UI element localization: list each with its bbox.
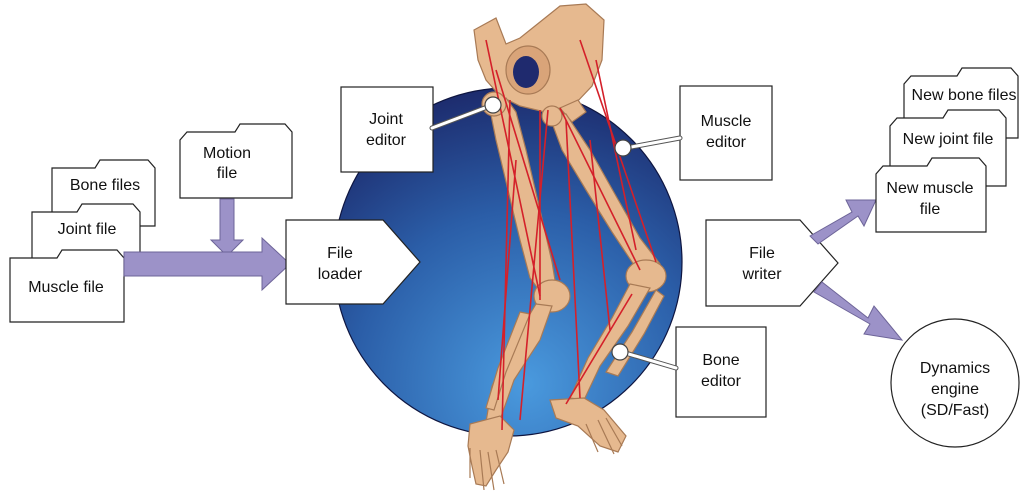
file-writer-label-2: writer xyxy=(741,266,782,283)
writer-to-dynamics-arrow xyxy=(814,282,902,340)
muscle-editor-box: Muscle editor xyxy=(680,86,772,180)
joint-editor-label-1: Joint xyxy=(369,111,403,128)
joint-editor-label-2: editor xyxy=(366,132,407,149)
bone-files-label: Bone files xyxy=(70,177,140,194)
muscle-file-label: Muscle file xyxy=(28,279,104,296)
bone-editor-box: Bone editor xyxy=(676,327,766,417)
muscle-editor-label-1: Muscle xyxy=(701,113,752,130)
motion-file-label-2: file xyxy=(217,165,238,182)
dynamics-engine-label-1: Dynamics xyxy=(920,360,990,377)
new-muscle-file-doc: New muscle file xyxy=(876,158,986,232)
motion-file-doc: Motion file xyxy=(180,124,292,198)
new-bone-files-label: New bone files xyxy=(912,87,1017,104)
input-to-loader-arrow xyxy=(124,238,290,290)
bone-editor-label-1: Bone xyxy=(702,352,739,369)
dynamics-engine-label-2: engine xyxy=(931,381,979,398)
file-loader-label-1: File xyxy=(327,245,353,262)
joint-editor-box: Joint editor xyxy=(341,87,433,172)
motion-down-arrow xyxy=(211,199,243,256)
dynamics-engine-label-3: (SD/Fast) xyxy=(921,402,989,419)
new-joint-file-label: New joint file xyxy=(903,131,994,148)
file-loader-label-2: loader xyxy=(318,266,363,283)
bone-editor-label-2: editor xyxy=(701,373,742,390)
dynamics-engine-node: Dynamics engine (SD/Fast) xyxy=(891,319,1019,447)
muscle-editor-label-2: editor xyxy=(706,134,747,151)
new-muscle-file-label-2: file xyxy=(920,201,941,218)
motion-file-label-1: Motion xyxy=(203,145,251,162)
writer-to-new-files-arrow xyxy=(810,200,876,244)
file-writer-label-1: File xyxy=(749,245,775,262)
input-files-stack: Bone files Joint file Muscle file xyxy=(10,160,155,322)
output-files-stack: New bone files New joint file New muscle… xyxy=(876,68,1018,232)
joint-file-label: Joint file xyxy=(58,221,117,238)
muscle-file-doc: Muscle file xyxy=(10,250,124,322)
new-muscle-file-label-1: New muscle xyxy=(886,180,973,197)
